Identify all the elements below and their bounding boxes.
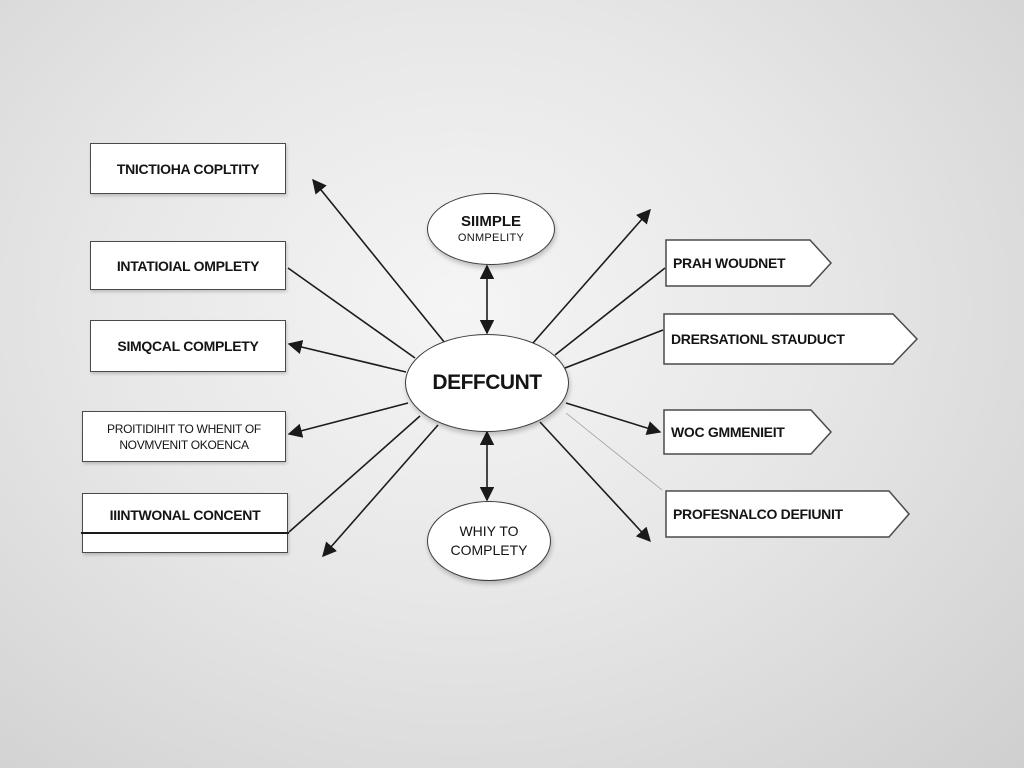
bottom-node-line2: COMPLETY <box>450 542 528 558</box>
right-tag-2-label: DRERSATIONL STAUDUCT <box>671 331 845 347</box>
right-tag-1-label: PRAH WOUDNET <box>673 255 786 271</box>
left-box-4: PROITIDIHIT TO WHENIT OF NOVMVENIT OKOEN… <box>82 411 286 462</box>
left-box-1-label: TNICTIOHA COPLTITY <box>116 160 260 177</box>
top-node-line2: ONMPELITY <box>457 232 525 244</box>
top-node: SIIMPLE ONMPELITY <box>427 193 555 265</box>
line-to-tag-1 <box>554 267 666 356</box>
left-box-3-label: SIMQCAL COMPLETY <box>117 338 259 354</box>
right-tag-4: PROFESNALCO DEFIUNIT <box>665 490 911 538</box>
arrow-up-left <box>312 178 446 344</box>
arrow-up-right <box>532 208 651 344</box>
tag-shape <box>665 239 833 287</box>
line-to-box-2 <box>287 267 416 359</box>
left-box-1: TNICTIOHA COPLTITY <box>90 143 286 194</box>
arrow-down-left <box>322 424 439 558</box>
right-tag-4-label: PROFESNALCO DEFIUNIT <box>673 506 843 522</box>
faint-line <box>565 412 663 491</box>
arrow-to-tag-3 <box>565 402 662 436</box>
right-tag-3: WOC GMMENIEIT <box>663 409 833 455</box>
line-to-tag-2 <box>564 329 664 369</box>
arrow-to-box-4 <box>287 402 409 438</box>
center-node-label: DEFFCUNT <box>432 371 542 394</box>
top-node-line1: SIIMPLE <box>460 213 521 230</box>
bottom-node: WHIY TO COMPLETY <box>427 501 551 581</box>
left-box-2-label: INTATIOIAL OMPLETY <box>116 257 260 274</box>
center-node: DEFFCUNT <box>405 334 569 432</box>
right-tag-1: PRAH WOUDNET <box>665 239 833 287</box>
right-tag-3-label: WOC GMMENIEIT <box>671 424 785 440</box>
left-box-4-line2: NOVMVENIT OKOENCA <box>119 437 249 452</box>
left-box-3: SIMQCAL COMPLETY <box>90 320 286 372</box>
line-to-box-5 <box>288 415 421 533</box>
left-box-5-label: IIINTWONAL CONCENT <box>109 507 261 523</box>
bottom-node-line1: WHIY TO <box>459 523 519 539</box>
tag-shape <box>665 490 910 538</box>
left-box-5: IIINTWONAL CONCENT <box>81 493 289 553</box>
left-box-4-line1: PROITIDIHIT TO WHENIT OF <box>107 421 261 436</box>
tag-shape <box>663 409 833 455</box>
left-box-2: INTATIOIAL OMPLETY <box>90 241 286 290</box>
right-tag-2: DRERSATIONL STAUDUCT <box>663 313 919 365</box>
tag-shape <box>663 313 919 365</box>
arrow-to-box-3 <box>287 340 407 373</box>
arrow-down-right <box>539 421 651 543</box>
